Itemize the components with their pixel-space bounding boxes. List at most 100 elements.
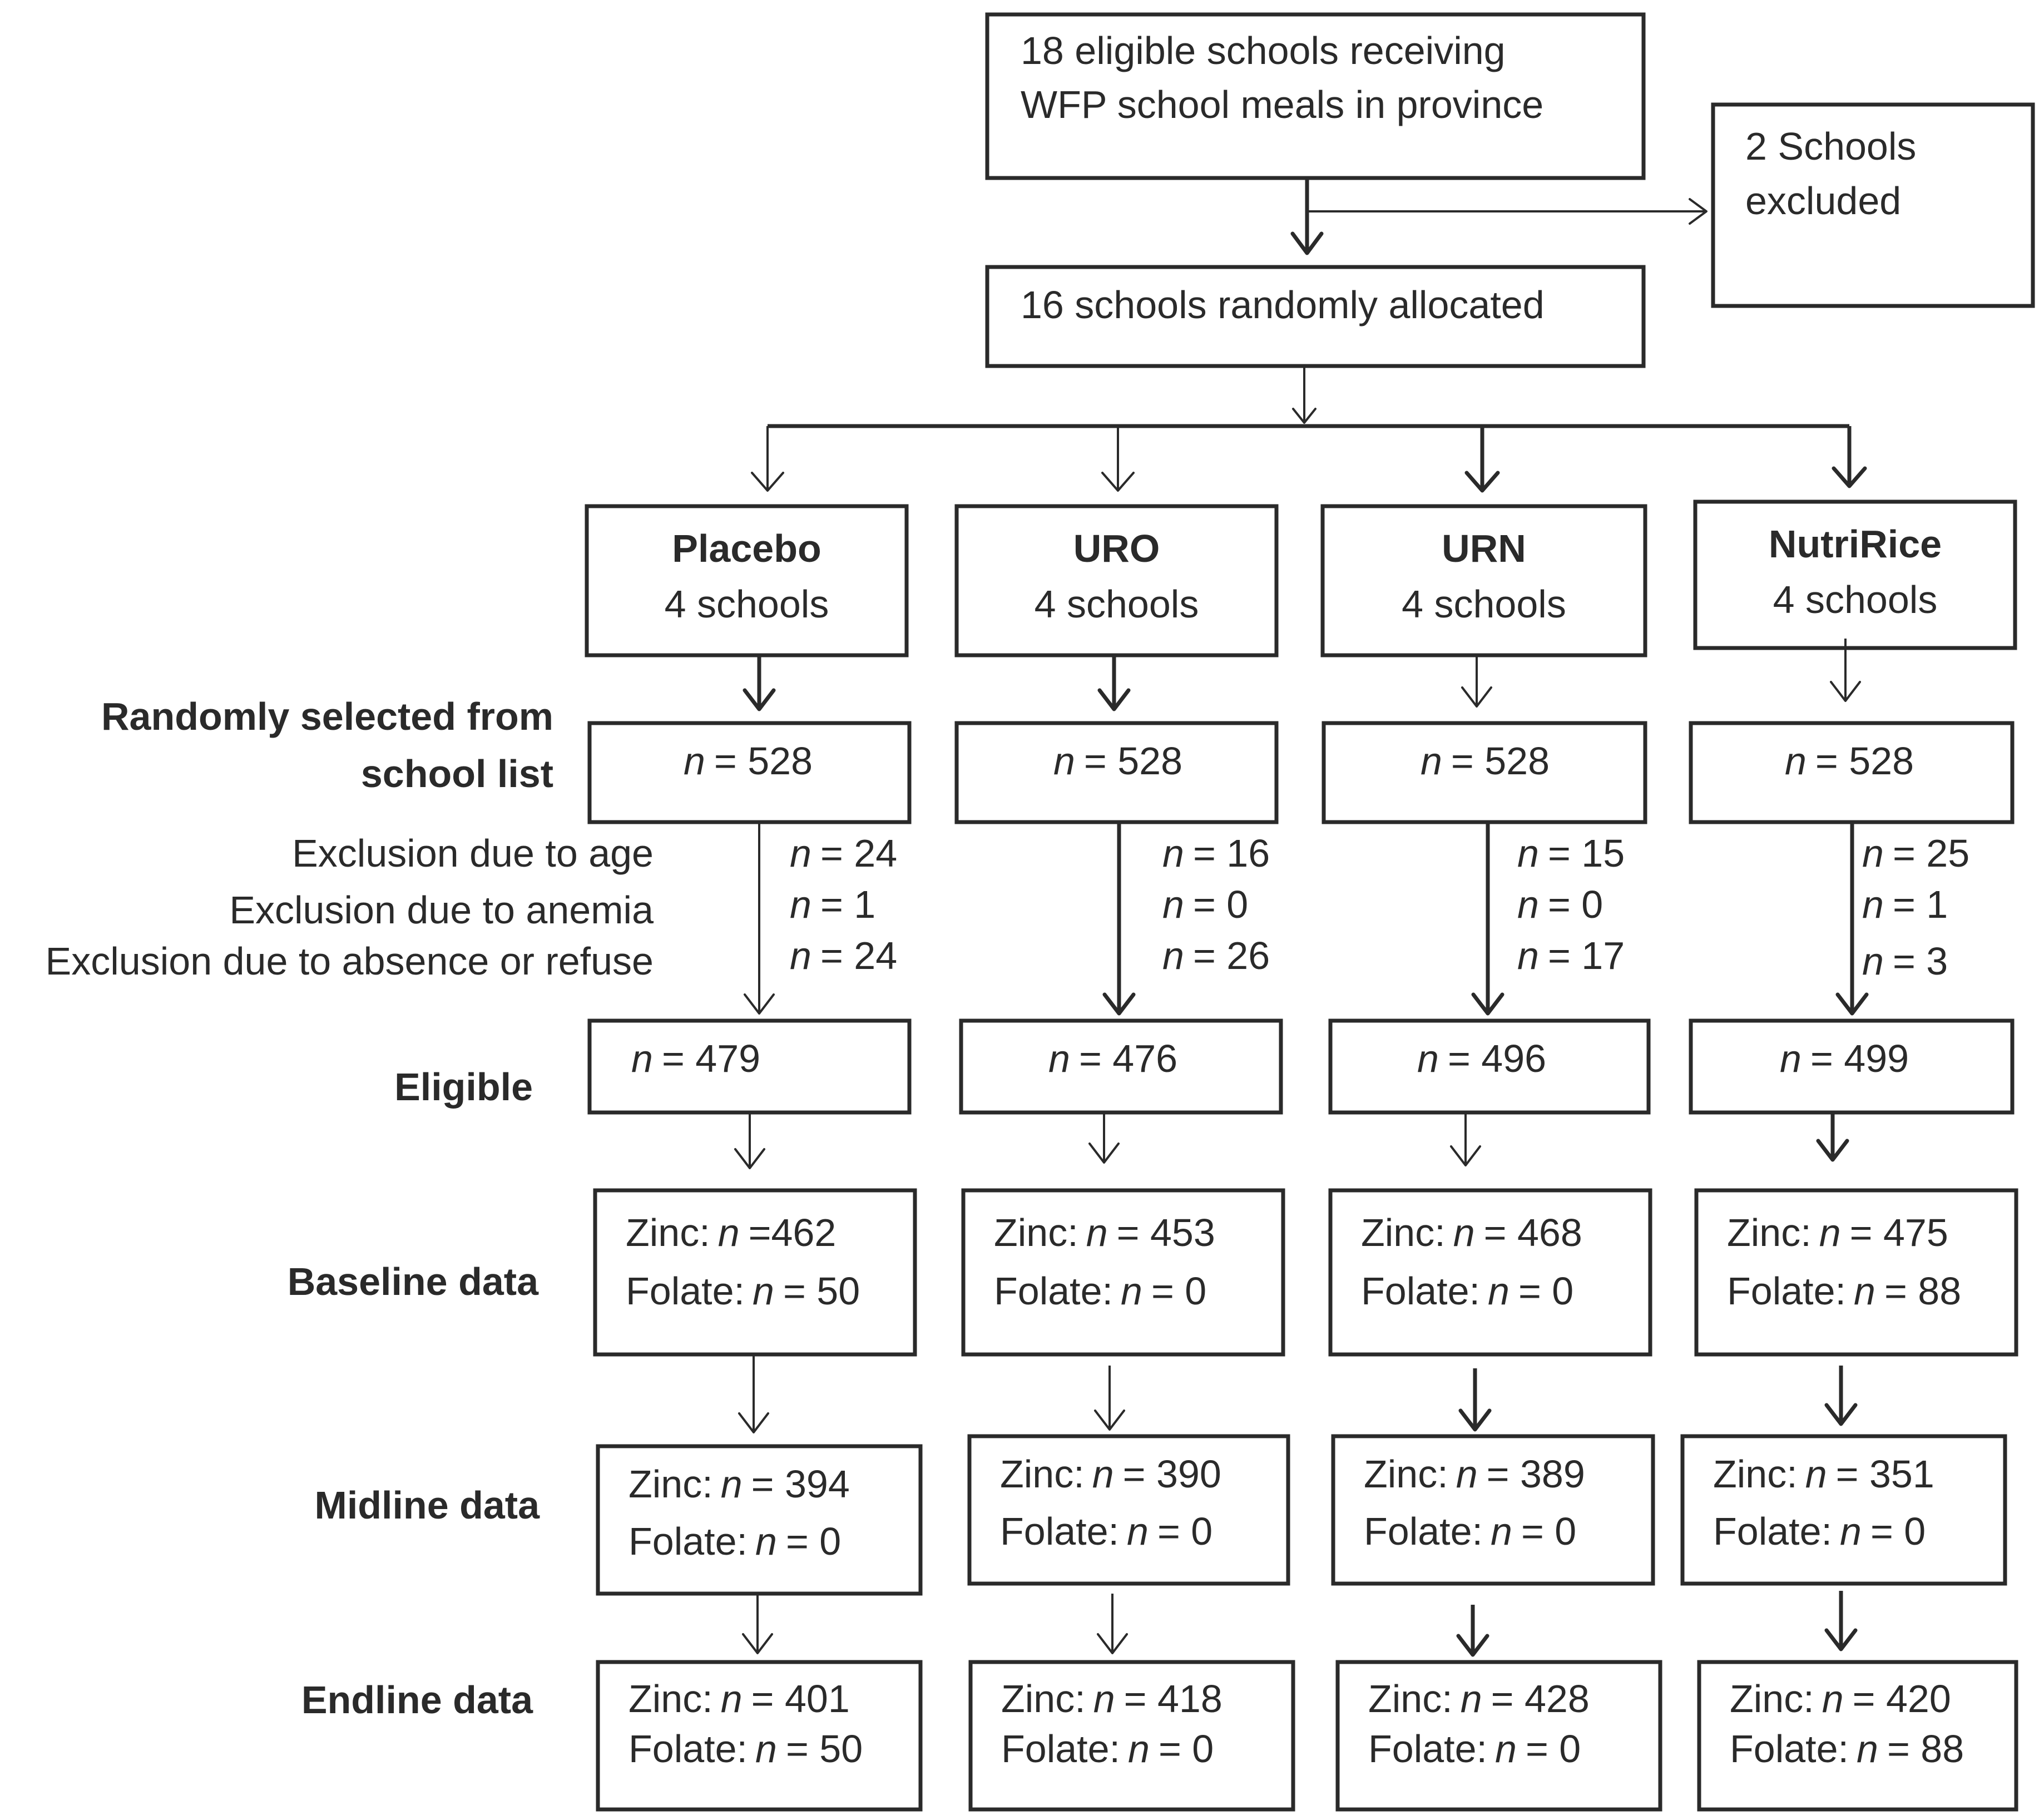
n-symbol: n — [790, 883, 811, 926]
arrow-head-down-icon — [1097, 1633, 1128, 1654]
eligible-box-nutririce — [1689, 1018, 2015, 1115]
arrow-head-down-icon — [742, 1633, 773, 1654]
exclusion-absence-n-uro: n= 26 — [1162, 934, 1270, 977]
n-symbol: n — [1453, 1211, 1475, 1254]
exclusion-age-n-uro-value: = 16 — [1193, 832, 1270, 875]
n-symbol: n — [721, 1677, 743, 1720]
endline-box-nutririce — [1697, 1660, 2018, 1812]
exclusion-age-n-nutririce-value: = 25 — [1893, 832, 1969, 875]
n-symbol: n — [753, 1269, 774, 1313]
eligible-n-nutririce: n= 499 — [1780, 1037, 1909, 1080]
exclusion-anemia-n-uro: n= 0 — [1162, 883, 1248, 926]
endline-zinc-placebo-label: Zinc: — [628, 1677, 713, 1720]
n-symbol: n — [1840, 1510, 1862, 1553]
baseline-zinc-uro-value: = 453 — [1117, 1211, 1215, 1254]
endline-zinc-nutririce-label: Zinc: — [1730, 1677, 1814, 1720]
endline-zinc-uro-value: = 418 — [1124, 1677, 1223, 1720]
baseline-zinc-nutririce-label: Zinc: — [1727, 1211, 1812, 1254]
midline-folate-urn-value: = 0 — [1521, 1510, 1576, 1553]
midline-folate-placebo-label: Folate: — [628, 1520, 748, 1563]
arm-schools-urn: 4 schools — [1402, 582, 1566, 626]
n-symbol: n — [684, 739, 705, 783]
endline-folate-nutririce-label: Folate: — [1730, 1727, 1849, 1770]
row-label-exclusion-age: Exclusion due to age — [292, 832, 654, 875]
endline-zinc-urn-label: Zinc: — [1368, 1677, 1453, 1720]
endline-folate-uro-value: = 0 — [1159, 1727, 1214, 1770]
n-symbol: n — [1417, 1037, 1439, 1080]
row-label-baseline: Baseline data — [288, 1260, 539, 1303]
exclusion-absence-n-nutririce: n= 3 — [1862, 939, 1948, 983]
n-symbol: n — [1822, 1677, 1844, 1720]
midline-folate-nutririce: Folate:n= 0 — [1713, 1510, 1926, 1553]
baseline-folate-uro-value: = 0 — [1151, 1269, 1206, 1313]
row-label-exclusion-absence: Exclusion due to absence or refuse — [46, 939, 654, 983]
n-symbol: n — [790, 832, 811, 875]
n-symbol: n — [1857, 1727, 1878, 1770]
exclusion-anemia-n-placebo: n= 1 — [790, 883, 875, 926]
exclusion-absence-n-placebo-value: = 24 — [820, 934, 897, 977]
endline-folate-urn-label: Folate: — [1368, 1727, 1487, 1770]
endline-folate-placebo-value: = 50 — [786, 1727, 863, 1770]
endline-zinc-urn-value: = 428 — [1491, 1677, 1590, 1720]
n-symbol: n — [1093, 1677, 1115, 1720]
baseline-folate-urn: Folate:n= 0 — [1361, 1269, 1573, 1313]
n-symbol: n — [1517, 832, 1539, 875]
arrow-head-down-icon — [1456, 1634, 1489, 1657]
arrow-head-down-icon — [1102, 992, 1136, 1016]
midline-zinc-uro-value: = 390 — [1123, 1452, 1221, 1496]
n-symbol: n — [718, 1211, 740, 1254]
arm-box-nutririce — [1693, 499, 2017, 650]
endline-box-placebo — [596, 1660, 923, 1812]
n-symbol: n — [1421, 739, 1442, 783]
endline-folate-urn-value: = 0 — [1526, 1727, 1581, 1770]
midline-folate-uro-label: Folate: — [1000, 1510, 1119, 1553]
arrow-head-down-icon — [1830, 681, 1861, 702]
n-symbol: n — [1517, 934, 1539, 977]
row-label-exclusion-anemia: Exclusion due to anemia — [229, 888, 654, 932]
selected-n-urn-value: = 528 — [1451, 739, 1550, 783]
baseline-folate-placebo-label: Folate: — [626, 1269, 745, 1313]
endline-zinc-uro-label: Zinc: — [1001, 1677, 1086, 1720]
arrow-head-down-icon — [1816, 1139, 1849, 1162]
selected-box-urn — [1322, 721, 1647, 824]
n-symbol: n — [1053, 739, 1075, 783]
baseline-folate-uro-label: Folate: — [994, 1269, 1113, 1313]
endline-folate-uro-label: Folate: — [1001, 1727, 1120, 1770]
n-symbol: n — [790, 934, 811, 977]
n-symbol: n — [1128, 1727, 1150, 1770]
baseline-box-placebo — [593, 1188, 917, 1357]
n-symbol: n — [1854, 1269, 1875, 1313]
midline-zinc-urn-label: Zinc: — [1364, 1452, 1448, 1496]
exclusion-anemia-n-nutririce: n= 1 — [1862, 883, 1948, 926]
baseline-folate-uro: Folate:n= 0 — [994, 1269, 1206, 1313]
exclusion-absence-n-urn-value: = 17 — [1548, 934, 1625, 977]
n-symbol: n — [1092, 1452, 1114, 1496]
midline-zinc-nutririce: Zinc:n= 351 — [1713, 1452, 1934, 1496]
exclusion-age-n-urn: n= 15 — [1517, 832, 1625, 875]
arm-name-nutririce: NutriRice — [1769, 522, 1942, 566]
midline-zinc-placebo: Zinc:n= 394 — [628, 1462, 850, 1506]
excluded-schools-box — [1711, 102, 2035, 308]
arm-name-placebo: Placebo — [672, 527, 821, 570]
midline-zinc-urn-value: = 389 — [1487, 1452, 1585, 1496]
arrow-head-down-icon — [738, 1412, 769, 1433]
n-symbol: n — [1491, 1510, 1512, 1553]
arrow-head-down-icon — [1824, 1628, 1858, 1651]
excluded-schools-line2: excluded — [1745, 179, 1901, 222]
n-symbol: n — [1086, 1211, 1108, 1254]
arm-box-placebo — [585, 504, 909, 657]
n-symbol: n — [1819, 1211, 1841, 1254]
eligible-box-urn — [1328, 1018, 1651, 1115]
arrow-head-down-icon — [1088, 1143, 1120, 1164]
eligible-schools-box — [985, 12, 1646, 180]
arm-name-urn: URN — [1442, 527, 1526, 570]
midline-folate-urn: Folate:n= 0 — [1364, 1510, 1576, 1553]
midline-box-nutririce — [1680, 1434, 2007, 1586]
arm-schools-uro: 4 schools — [1035, 582, 1199, 626]
eligible-n-uro: n= 476 — [1048, 1037, 1177, 1080]
arrow-head-down-icon — [1461, 686, 1492, 708]
arrow-head-down-icon — [734, 1148, 765, 1169]
baseline-box-uro — [961, 1188, 1285, 1357]
